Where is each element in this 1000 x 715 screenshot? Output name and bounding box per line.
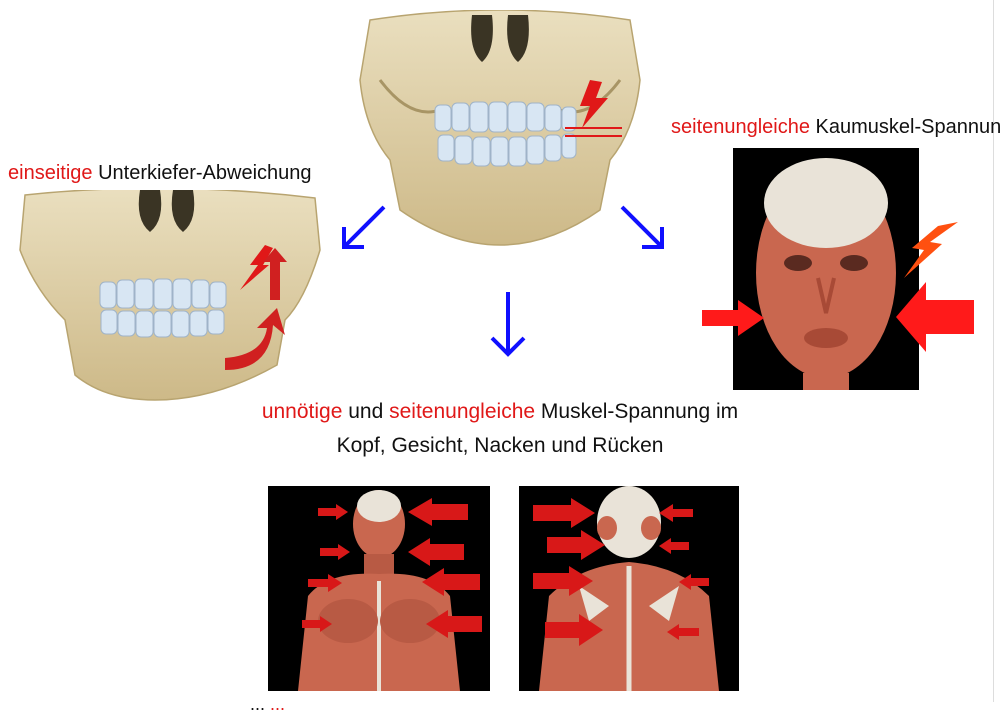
lightning-bolt-icon [580, 80, 608, 128]
arrow-down-icon [490, 292, 526, 357]
arrow-down-right-icon [620, 205, 664, 249]
caption-text-1: und [342, 400, 390, 423]
caption-highlight-2: seitenungleiche [389, 400, 536, 423]
pain-arrow-icon [408, 498, 468, 526]
back-body-muscle-panel [519, 486, 739, 691]
pain-arrow-icon [302, 616, 332, 632]
pain-arrow-icon [667, 624, 699, 640]
left-label-highlight: einseitige [8, 162, 93, 184]
curved-arrow-icon [225, 308, 285, 370]
skull-top-illustration [359, 10, 641, 246]
caption-highlight-1: unnötige [261, 400, 343, 423]
back-body-illustration [539, 486, 719, 691]
right-label: seitenungleiche Kaumuskel-Spannung [671, 116, 1000, 139]
pain-arrow-icon [547, 530, 605, 560]
front-body-muscle-panel [268, 486, 490, 691]
right-frame-line [993, 0, 994, 702]
arrow-down-left-icon [342, 205, 386, 249]
bottom-partial-text-b: ... [270, 694, 286, 714]
left-label: einseitige Unterkiefer-Abweichung [8, 162, 312, 185]
pain-arrow-icon [426, 610, 482, 638]
pain-arrow-icon [679, 574, 709, 590]
pain-arrow-icon [545, 614, 603, 646]
bottom-partial-text: ... ... [250, 694, 285, 715]
left-label-rest: Unterkiefer-Abweichung [92, 162, 312, 184]
pain-arrow-icon [308, 574, 342, 592]
center-caption-line1: unnötige und seitenungleiche Muskel-Span… [150, 395, 850, 429]
right-label-highlight: seitenungleiche [671, 116, 810, 138]
pain-arrow-icon [408, 538, 464, 566]
right-label-rest: Kaumuskel-Spannung [810, 116, 1000, 138]
lightning-bolt-icon [904, 222, 958, 278]
pain-arrow-icon [320, 544, 350, 560]
pain-arrow-icon [702, 300, 764, 336]
center-caption: unnötige und seitenungleiche Muskel-Span… [150, 395, 850, 463]
center-caption-line2: Kopf, Gesicht, Nacken und Rücken [336, 434, 664, 457]
pain-arrow-icon [533, 566, 593, 596]
up-arrow-icon [263, 248, 287, 300]
bottom-partial-text-a: ... [250, 694, 271, 714]
face-muscle-illustration [756, 158, 896, 390]
pain-arrow-icon [659, 538, 689, 554]
caption-text-2: Muskel-Spannung im [535, 400, 739, 423]
pain-arrow-icon [533, 498, 595, 528]
pain-arrow-icon [318, 504, 348, 520]
pain-arrow-icon [896, 282, 974, 352]
front-body-illustration [298, 490, 460, 691]
skull-left-illustration [19, 190, 321, 401]
pain-arrow-icon [422, 568, 480, 596]
face-muscle-panel [733, 148, 919, 390]
lightning-bolt-icon [240, 245, 273, 290]
pain-arrow-icon [659, 504, 693, 522]
